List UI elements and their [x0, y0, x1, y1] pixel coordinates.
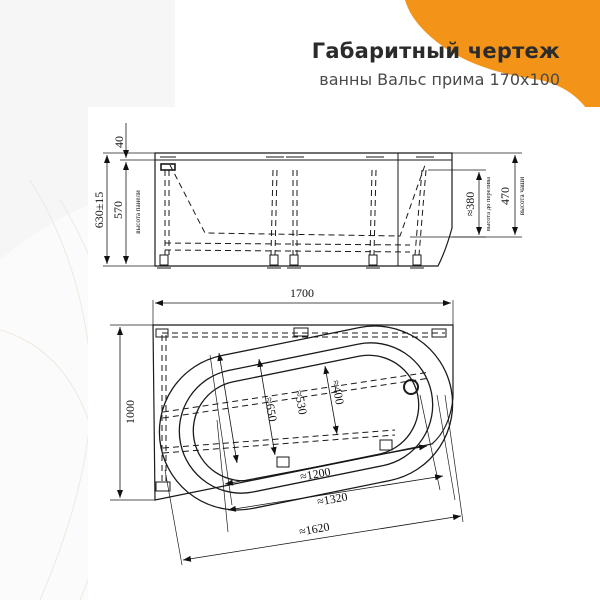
- dim-bowl-height: 470: [498, 187, 512, 205]
- orange-shape: [405, 0, 600, 135]
- dim-total-height: 630±15: [92, 192, 106, 229]
- label-panel-height: высота панели: [134, 190, 142, 234]
- dim-bowl-len-inner: ≈1200: [299, 465, 332, 484]
- side-view-labels: 40 630±15 570 высота панели ≈380 высота …: [92, 136, 526, 234]
- label-bowl-height: высота чаши: [518, 177, 526, 216]
- dim-width: 1000: [123, 400, 137, 424]
- dim-top-gap: 40: [112, 136, 126, 148]
- dim-overflow-height: ≈380: [463, 192, 477, 217]
- plan-view-labels: 1700 1000 ≈650 ≈530 ≈400 ≈1200 ≈1320 ≈16…: [123, 286, 349, 539]
- side-view: [103, 123, 522, 269]
- plan-dimension-lines: [117, 300, 462, 562]
- plan-view: [110, 300, 464, 566]
- title-block: Габаритный чертеж ванны Вальс прима 170x…: [312, 38, 560, 92]
- dim-bowl-len-outer: ≈1620: [298, 520, 331, 539]
- dim-panel-height: 570: [111, 201, 125, 219]
- dim-bowl-width-outer: ≈650: [262, 396, 280, 423]
- dim-bowl-width-inner: ≈400: [329, 379, 347, 406]
- label-overflow-height: высота до перелива: [485, 177, 492, 231]
- page-subtitle: ванны Вальс прима 170x100: [319, 70, 560, 89]
- dim-bowl-len-mid: ≈1320: [316, 490, 349, 509]
- page-title: Габаритный чертеж: [311, 39, 560, 63]
- dim-bowl-width-mid: ≈530: [292, 389, 310, 416]
- dim-length: 1700: [290, 286, 314, 300]
